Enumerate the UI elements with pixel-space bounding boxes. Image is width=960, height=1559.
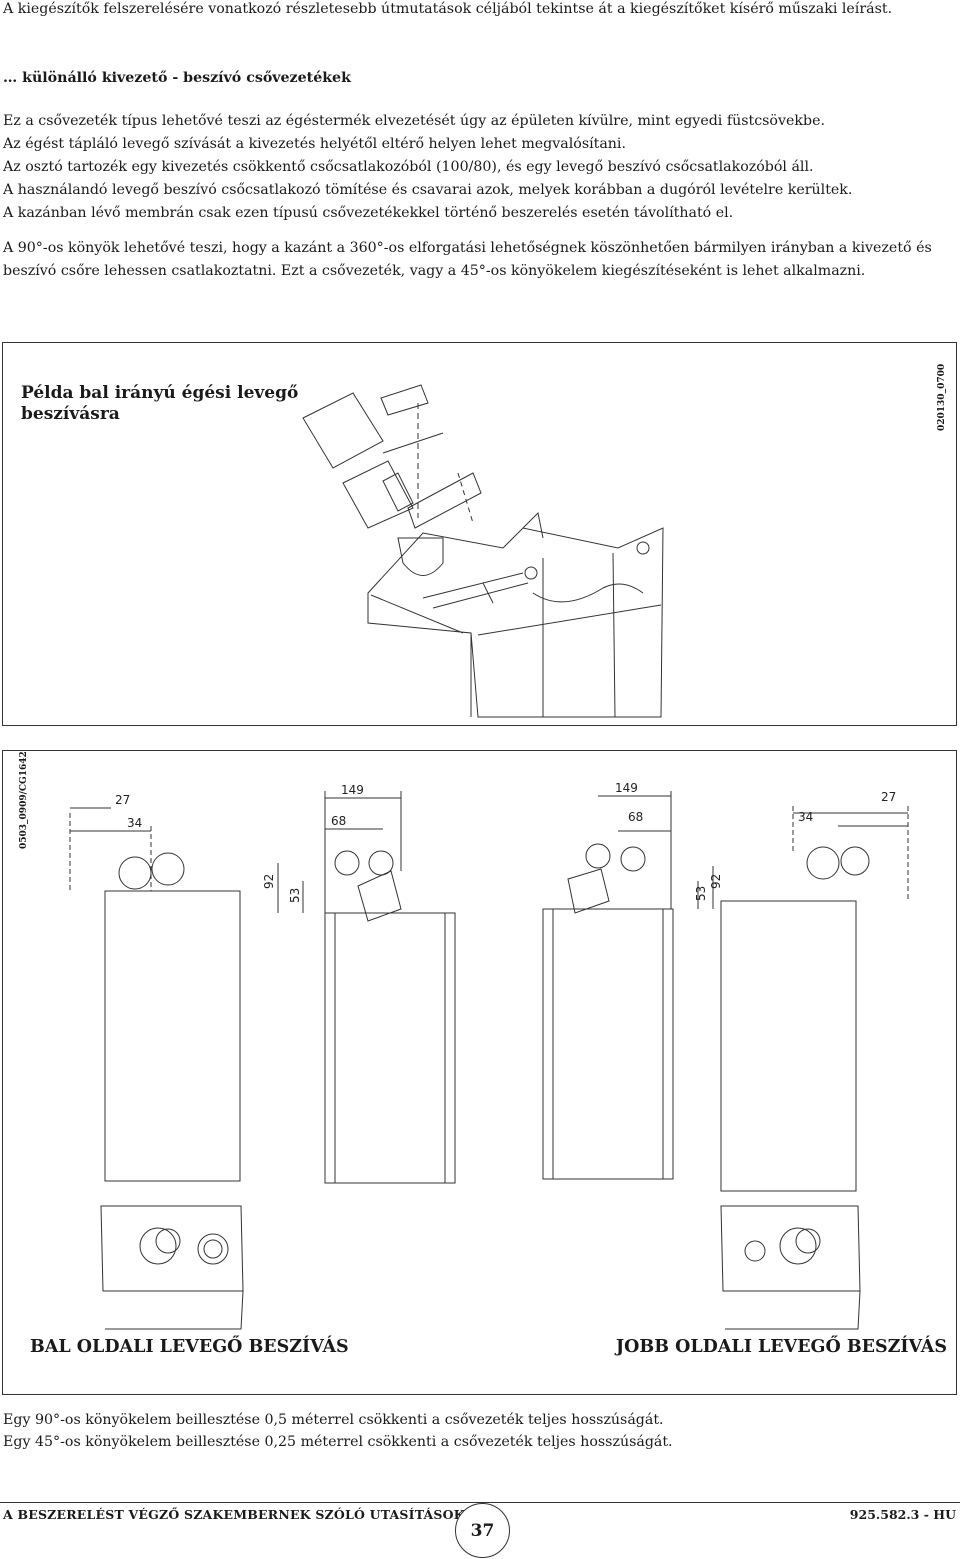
left-intake-label: BAL OLDALI LEVEGŐ BESZÍVÁS bbox=[30, 1337, 349, 1357]
dim-label: 27 bbox=[881, 790, 896, 804]
intro-text: A kiegészítők felszerelésére vonatkozó r… bbox=[3, 1, 893, 17]
paragraph-line: A kazánban lévő membrán csak ezen típusú… bbox=[3, 205, 734, 221]
dim-label: 149 bbox=[615, 781, 638, 795]
dim-label: 34 bbox=[127, 816, 142, 830]
dim-label: 68 bbox=[331, 814, 346, 828]
paragraph-line: Az osztó tartozék egy kivezetés csökkent… bbox=[3, 159, 814, 175]
dim-label: 68 bbox=[628, 810, 643, 824]
boiler-dimension-drawings: 27 34 92 53 149 68 149 68 53 92 34 27 bbox=[69, 781, 909, 1330]
right-intake-label: JOBB OLDALI LEVEGŐ BESZÍVÁS bbox=[615, 1337, 947, 1357]
paragraph-elbow: A 90°-os könyök lehetővé teszi, hogy a k… bbox=[3, 240, 932, 279]
paragraph-line: A használandó levegő beszívó csőcsatlako… bbox=[3, 182, 853, 198]
dim-label: 92 bbox=[262, 874, 276, 889]
figure-example-box: Példa bal irányú égési levegő beszívásra… bbox=[2, 342, 957, 726]
document-code: 925.582.3 - HU bbox=[849, 1507, 956, 1522]
page-number: 37 bbox=[455, 1503, 510, 1558]
figure-dimensions-box: 0503_0909/CG1642 bbox=[2, 750, 957, 1395]
footer-title: A BESZERELÉST VÉGZŐ SZAKEMBERNEK SZÓLÓ U… bbox=[3, 1507, 465, 1522]
figure-caption: Példa bal irányú égési levegő beszívásra bbox=[21, 383, 299, 424]
paragraph-line: Az égést tápláló levegő szívását a kivez… bbox=[3, 136, 626, 152]
boiler-exploded-drawing bbox=[302, 384, 664, 718]
dim-label: 149 bbox=[341, 783, 364, 797]
dim-label: 92 bbox=[709, 874, 723, 889]
section-title: … különálló kivezető - beszívó csővezeté… bbox=[3, 70, 351, 86]
dim-label: 53 bbox=[694, 886, 708, 901]
dim-label: 27 bbox=[115, 793, 130, 807]
dim-label: 34 bbox=[798, 810, 813, 824]
paragraph-line: Ez a csővezeték típus lehetővé teszi az … bbox=[3, 113, 825, 129]
footer-divider bbox=[0, 1502, 960, 1503]
note-line: Egy 90°-os könyökelem beillesztése 0,5 m… bbox=[3, 1412, 664, 1428]
dim-label: 53 bbox=[288, 888, 302, 903]
note-line: Egy 45°-os könyökelem beillesztése 0,25 … bbox=[3, 1434, 673, 1450]
